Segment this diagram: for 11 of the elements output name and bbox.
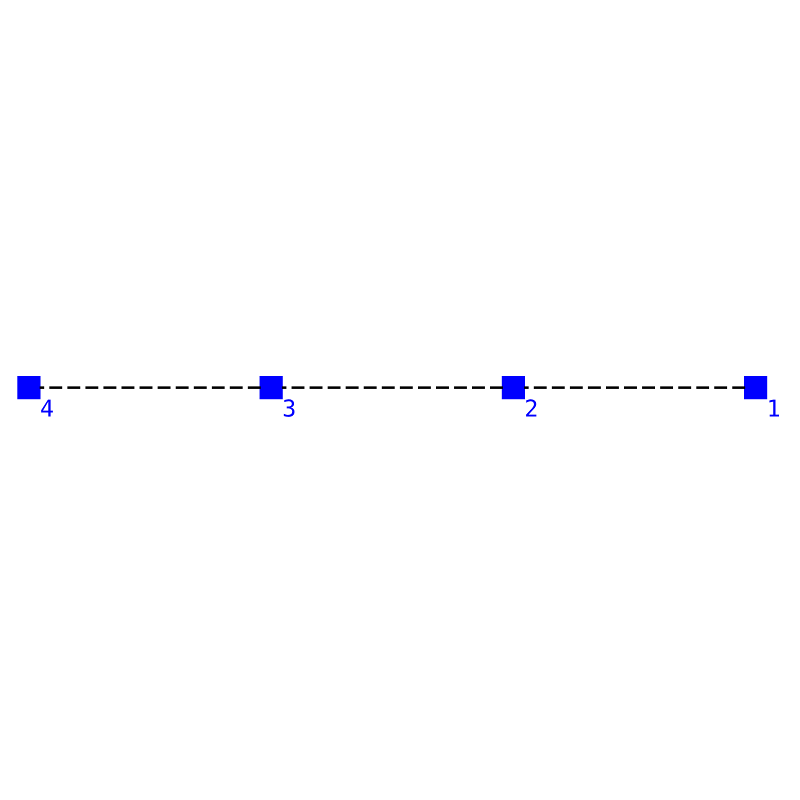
connector xyxy=(40,386,261,388)
node-label: 2 xyxy=(524,394,538,422)
node-box xyxy=(17,376,41,399)
node-label: 4 xyxy=(40,394,54,422)
node-box xyxy=(260,376,283,399)
node-label: 1 xyxy=(766,394,781,422)
node-label: 3 xyxy=(282,394,296,422)
node-box xyxy=(744,376,768,399)
node-box xyxy=(502,376,525,399)
connector xyxy=(282,386,503,388)
connector xyxy=(524,386,746,388)
